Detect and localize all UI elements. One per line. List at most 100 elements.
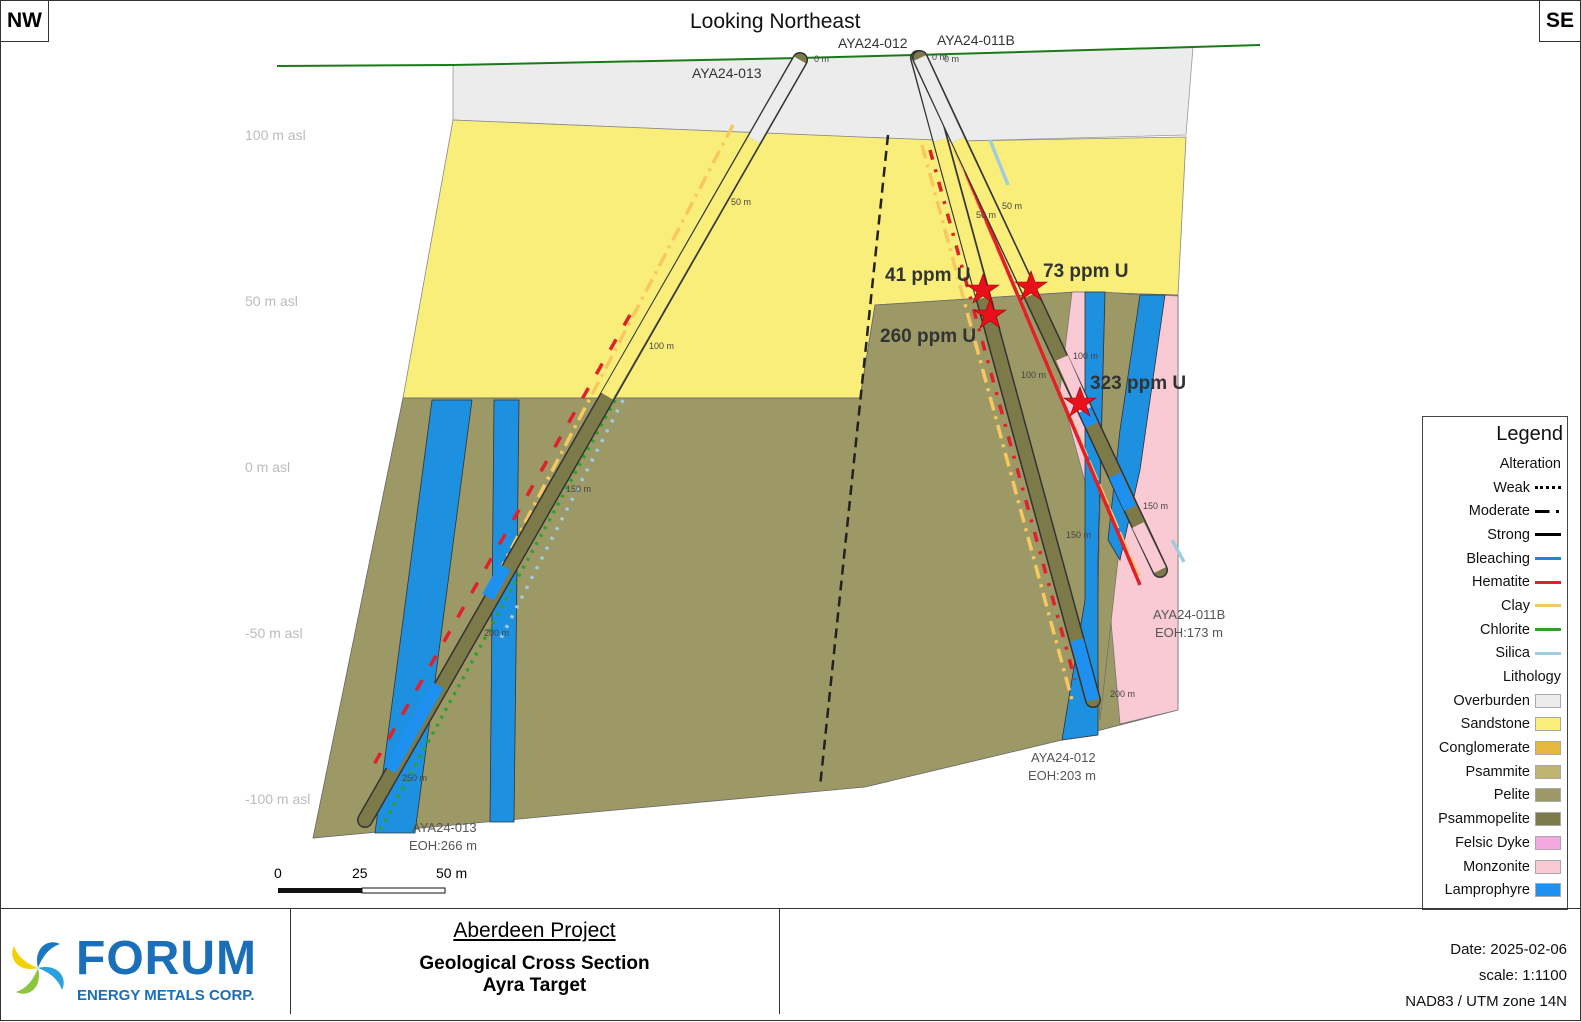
company-name: FORUM [76,932,257,985]
legend-item: Strong [1423,523,1567,547]
legend-color-swatch [1535,717,1561,732]
assay-label: 41 ppm U [885,265,971,286]
legend-label: Moderate [1468,503,1530,520]
legend-label: Weak [1493,479,1530,496]
legend-color-swatch [1535,788,1561,803]
target-name: Ayra Target [482,975,587,996]
legend-line-swatch [1535,557,1561,561]
legend-line-swatch [1535,651,1561,655]
legend-heading: Lithology [1502,669,1561,686]
star-icon [973,298,1007,329]
legend-label: Overburden [1453,692,1530,709]
depth-label: 0 m [932,52,947,62]
assay-label: 260 ppm U [880,326,976,347]
legend-label: Bleaching [1466,550,1530,567]
elevation-label: 0 m asl [245,459,290,475]
hole-eoh: EOH:173 m [1155,625,1223,640]
depth-label: 150 m [1066,530,1091,540]
legend-item: Psammite [1423,760,1567,784]
legend-label: Pelite [1493,787,1530,804]
drill-hole-aya24-012 [910,50,1101,708]
legend-item: Overburden [1423,689,1567,713]
hole-name: AYA24-011B [937,32,1015,48]
direction-nw: NW [0,0,49,42]
legend-item: Weak [1423,476,1567,500]
legend-label: Sandstone [1460,716,1530,733]
map-info: Date: 2025-02-06 scale: 1:1100 NAD83 / U… [1405,937,1567,1015]
depth-label: 100 m [1073,351,1098,361]
legend-item: Monzonite [1423,855,1567,879]
legend-item: Chlorite [1423,618,1567,642]
legend-color-swatch [1535,693,1561,708]
assay-stars [966,270,1097,417]
drill-hole-aya24-013 [357,52,808,828]
legend-color-swatch [1535,764,1561,779]
direction-se: SE [1538,0,1581,42]
hole-eoh: EOH:266 m [409,838,477,853]
scale-label: 50 m [436,865,467,881]
legend-label: Conglomerate [1438,740,1530,757]
scale-bar [278,887,446,894]
legend-line-swatch [1535,486,1561,490]
legend-item: Silica [1423,642,1567,666]
depth-label: 200 m [1110,689,1135,699]
lamprophyre-dyke [1061,291,1106,741]
scale-label: 25 [352,865,368,881]
project-name: Aberdeen Project [453,919,616,942]
legend-color-swatch [1535,835,1561,850]
legend-label: Strong [1487,526,1530,543]
hole-name: AYA24-011B [1153,607,1225,622]
elevation-label: -100 m asl [245,791,310,807]
depth-label: 0 m [944,54,959,64]
legend-color-swatch [1535,812,1561,827]
title-block-center: Aberdeen Project Geological Cross Sectio… [290,909,780,1014]
legend-label: Monzonite [1463,858,1530,875]
legend-line-swatch [1535,604,1561,608]
depth-label: 100 m [1021,370,1046,380]
legend-item: Pelite [1423,784,1567,808]
fault-line [818,134,890,788]
star-icon [1014,270,1048,301]
hole-name: AYA24-013 [412,820,477,835]
scale-label: 0 [274,865,282,881]
depth-label: 50 m [731,197,751,207]
legend-label: Chlorite [1480,621,1530,638]
title-block: FORUM ENERGY METALS CORP. Aberdeen Proje… [0,908,1581,1022]
legend-item: Moderate [1423,499,1567,523]
legend-label: Hematite [1471,574,1530,591]
legend-item: Lamprophyre [1423,878,1567,902]
map-datum: NAD83 / UTM zone 14N [1405,993,1567,1010]
hole-name: AYA24-012 [1031,750,1096,765]
legend-item: Sandstone [1423,713,1567,737]
depth-label: 100 m [649,341,674,351]
section-subtitle: Geological Cross Section [419,953,650,974]
elevation-label: 50 m asl [245,293,298,309]
legend-line-swatch [1535,509,1561,513]
legend-label: Felsic Dyke [1455,834,1530,851]
assay-label: 73 ppm U [1043,261,1129,282]
elevation-label: -50 m asl [245,625,303,641]
legend-label: Lamprophyre [1444,882,1530,899]
hole-name: AYA24-013 [692,65,762,81]
lamprophyre-dyke [489,399,520,823]
cross-section: 41 ppm U 73 ppm U 260 ppm U 323 ppm U 10… [245,32,1261,894]
legend-item: Bleaching [1423,547,1567,571]
star-icon [966,273,1000,304]
drill-hole-aya24-011b [912,50,1168,578]
legend-heading: Alteration [1499,455,1561,472]
depth-label: 0 m [814,54,829,64]
depth-label: 250 m [402,773,427,783]
legend-line-swatch [1535,533,1561,537]
legend-line-swatch [1535,628,1561,632]
legend-label: Silica [1495,645,1530,662]
legend-item: Psammopelite [1423,807,1567,831]
legend-label: Clay [1500,597,1530,614]
legend-item: Hematite [1423,570,1567,594]
legend-line-swatch [1535,580,1561,584]
ground-surface [276,44,1261,67]
depth-label: 150 m [566,484,591,494]
hole-eoh: EOH:203 m [1028,768,1096,783]
assay-label: 323 ppm U [1090,373,1186,394]
lamprophyre-dyke [374,399,473,834]
